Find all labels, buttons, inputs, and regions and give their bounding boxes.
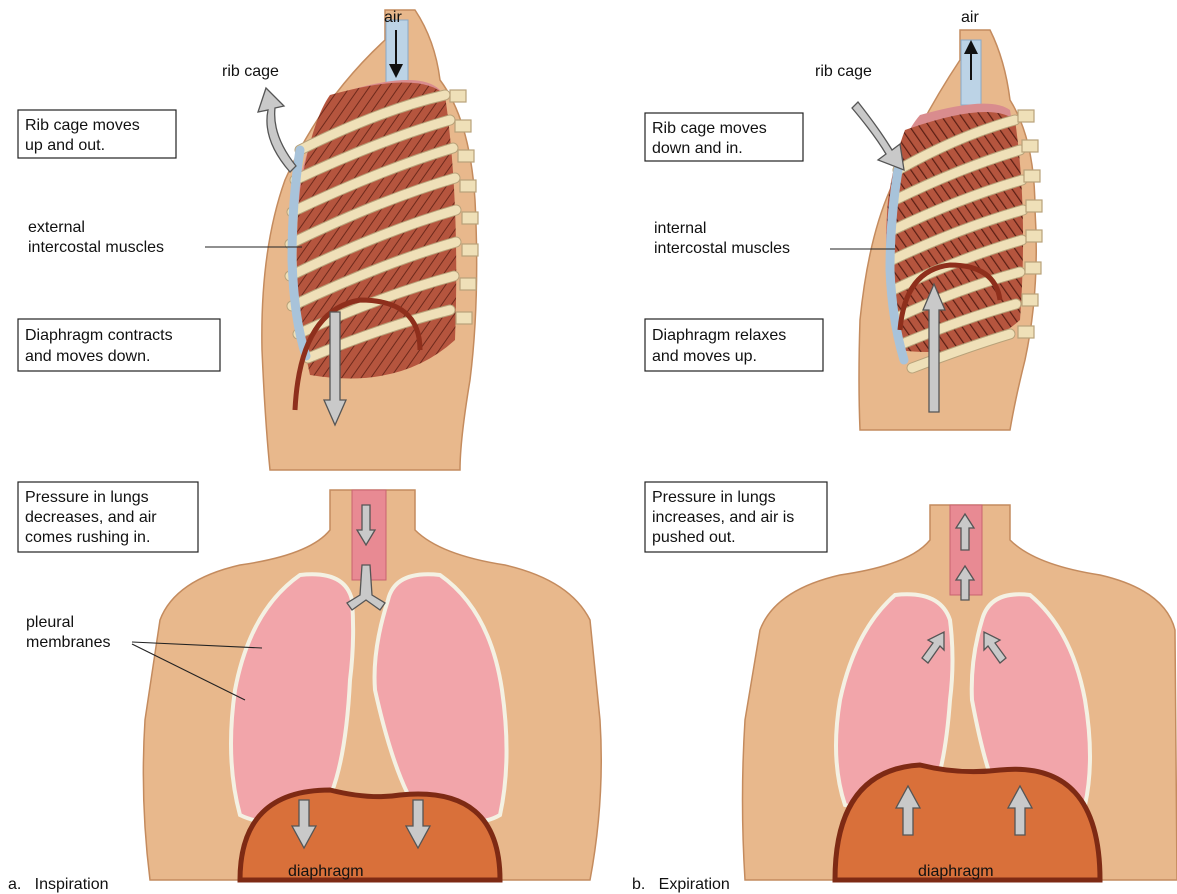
rib-cage-arrow-up [258, 88, 296, 172]
air-label-b: air [961, 9, 979, 26]
pressure-box-b-line2: increases, and air is [652, 509, 794, 526]
caption-expiration: b. Expiration [632, 876, 730, 893]
pressure-box-b-line3: pushed out. [652, 529, 736, 546]
side-torso-b [859, 30, 1042, 430]
muscles-label-b-line2: intercostal muscles [654, 240, 790, 257]
muscles-label-a-line2: intercostal muscles [28, 239, 164, 256]
pressure-box-a-line3: comes rushing in. [25, 529, 150, 546]
air-label-a: air [384, 9, 402, 26]
diaphragm-box-b-line2: and moves up. [652, 348, 757, 365]
pressure-box-a-line2: decreases, and air [25, 509, 157, 526]
front-chest-b [743, 505, 1177, 880]
muscles-label-a-line1: external [28, 219, 85, 236]
pressure-box-a-line1: Pressure in lungs [25, 489, 149, 506]
diaphragm-box-a-line1: Diaphragm contracts [25, 327, 173, 344]
front-chest-a [143, 490, 601, 880]
rib-cage-box-b-line2: down and in. [652, 140, 743, 157]
panel-inspiration: air rib cage Rib cage moves up and out. … [8, 9, 601, 893]
rib-cage-label-b: rib cage [815, 63, 872, 80]
rib-cage-box-b-line1: Rib cage moves [652, 120, 767, 137]
side-torso-a [262, 10, 478, 470]
rib-cage-arrow-down [852, 102, 904, 170]
pressure-box-b-line1: Pressure in lungs [652, 489, 776, 506]
rib-cage-box-a-line2: up and out. [25, 137, 105, 154]
rib-cage-label-a: rib cage [222, 63, 279, 80]
diaphragm-box-a-line2: and moves down. [25, 348, 150, 365]
caption-inspiration: a. Inspiration [8, 876, 109, 893]
diaphragm-a [240, 790, 500, 880]
pleural-label-line1: pleural [26, 614, 74, 631]
muscles-label-b-line1: internal [654, 220, 706, 237]
diaphragm-box-b-line1: Diaphragm relaxes [652, 327, 786, 344]
panel-expiration: air rib cage Rib cage moves down and in.… [632, 9, 1177, 893]
diaphragm-label-b: diaphragm [918, 863, 994, 880]
diaphragm-label-a: diaphragm [288, 863, 364, 880]
pleural-label-line2: membranes [26, 634, 110, 651]
rib-cage-box-a-line1: Rib cage moves [25, 117, 140, 134]
